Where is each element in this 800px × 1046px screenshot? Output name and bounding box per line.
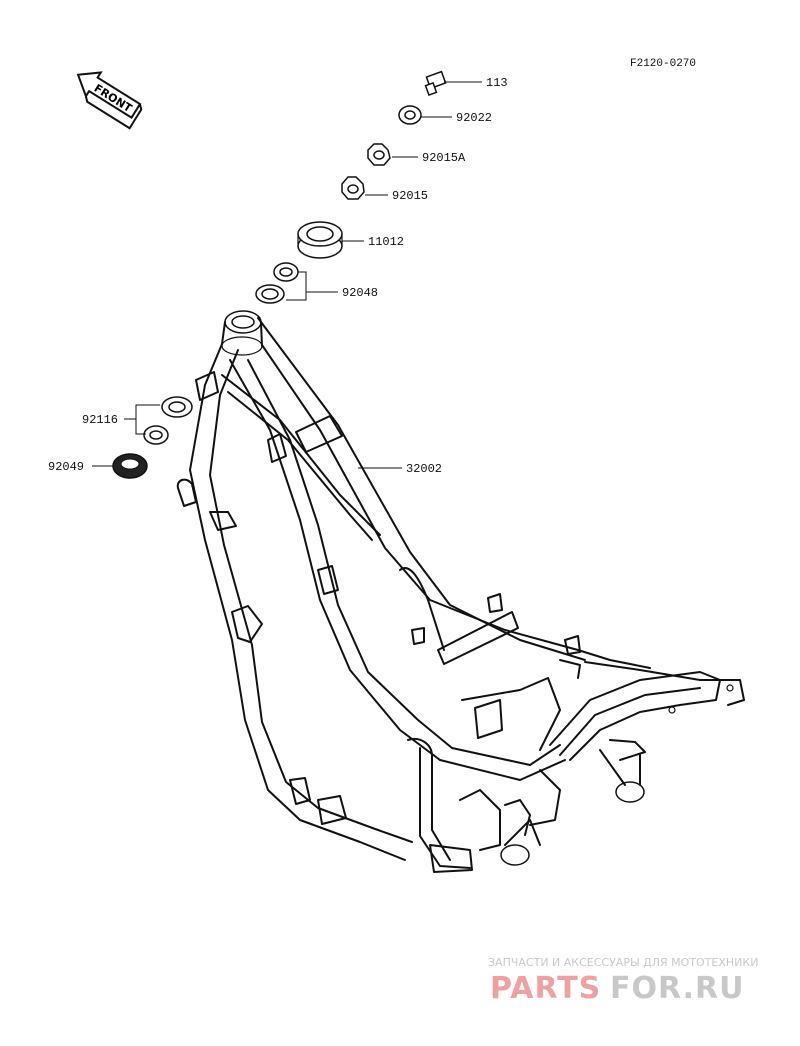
label-92049: 92049 (48, 460, 84, 474)
front-arrow-icon: FRONT (76, 71, 143, 130)
watermark-brand-right: FOR.RU (610, 971, 745, 1006)
label-32002: 32002 (406, 462, 442, 476)
watermark-brand-left: PARTS (490, 971, 601, 1006)
label-113: 113 (486, 76, 508, 90)
part-11012-cap (297, 221, 364, 259)
reference-code: F2120-0270 (630, 58, 696, 70)
label-92015A: 92015A (422, 151, 466, 165)
label-92015: 92015 (392, 189, 428, 203)
part-92116-bearing (124, 396, 193, 445)
label-92116: 92116 (82, 413, 118, 427)
part-92022-washer (398, 105, 452, 125)
part-113-bolt (424, 70, 482, 97)
part-92015A-nut (367, 143, 418, 166)
watermark-tagline: ЗАПЧАСТИ И АКСЕССУАРЫ ДЛЯ МОТОТЕХНИКИ (488, 956, 758, 969)
part-92048-bearing (255, 262, 338, 304)
part-32002-frame (176, 310, 745, 873)
label-92022: 92022 (456, 111, 492, 125)
part-92015-nut (341, 176, 388, 200)
label-11012: 11012 (368, 235, 404, 249)
part-92049-seal (92, 453, 148, 479)
label-92048: 92048 (342, 286, 378, 300)
